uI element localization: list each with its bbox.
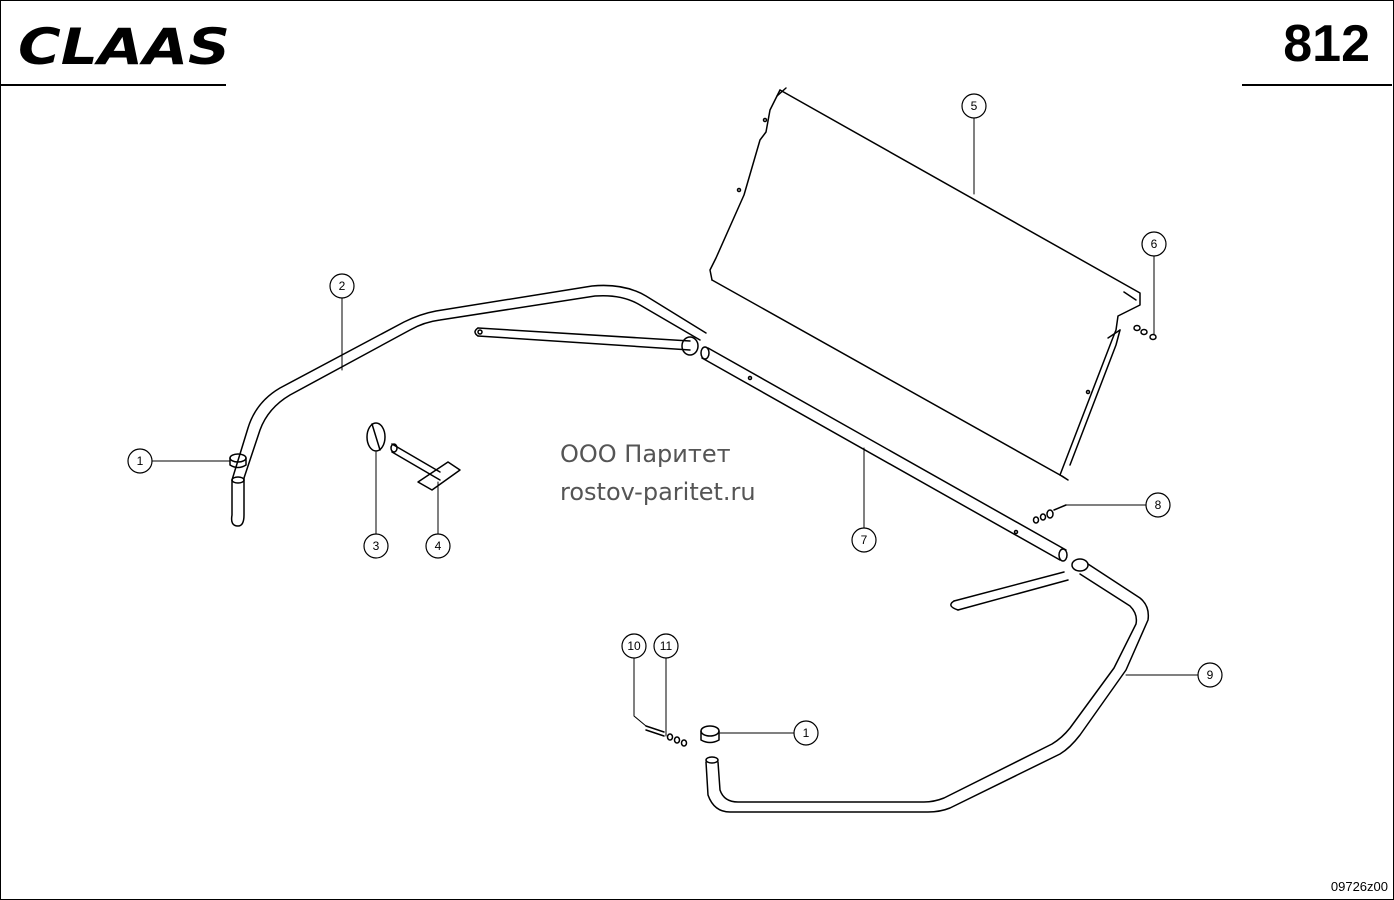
callout-3-label: 3 [373,539,380,553]
callout-11-circle [653,633,679,659]
drawing-code: 09726z00 [1330,879,1388,894]
callout-6-circle [1141,231,1167,257]
watermark-company: ООО Паритет [560,440,731,468]
callout-1a-circle [127,448,153,474]
callouts [127,93,1223,746]
callout-4-label: 4 [435,539,442,553]
callout-10-label: 10 [627,639,641,653]
part-2-brace [474,327,699,356]
callout-7-label: 7 [861,533,868,547]
watermark-website: rostov-paritet.ru [560,478,756,506]
callout-8-label: 8 [1155,498,1162,512]
claas-logo: CLAAS [18,20,230,70]
callout-1a-label: 1 [137,454,144,468]
header-rule-right [1242,84,1392,86]
leader-lines [151,117,1199,737]
part-3-linch-pin [366,422,386,452]
part-5-cover-panel [709,87,1141,481]
callout-1b-label: 1 [803,726,810,740]
callout-4-circle [425,533,451,559]
page-number: 812 [1283,15,1370,73]
callout-5-circle [961,93,987,119]
callout-7-circle [851,527,877,553]
part-1-cap-left [229,453,247,469]
callout-10-circle [621,633,647,659]
part-4-bracket [390,443,461,491]
callout-2-label: 2 [339,279,346,293]
callout-9-label: 9 [1207,668,1214,682]
header-rule-left [0,84,226,86]
callout-3-circle [363,533,389,559]
part-8-screw [1032,504,1067,524]
part-9-right-bow [705,558,1150,813]
part-1-cap-bottom [700,725,720,744]
part-6-fasteners [1133,324,1157,341]
callout-5-label: 5 [971,99,978,113]
callout-8-circle [1145,492,1171,518]
callout-1b-circle [793,720,819,746]
part-7-tube [700,346,1068,562]
callout-9-circle [1197,662,1223,688]
callout-6-label: 6 [1151,237,1158,251]
callout-11-label: 11 [660,639,673,653]
part-2-left-bow [230,284,707,527]
part-10-11-bolt-nuts [645,725,688,747]
callout-2-circle [329,273,355,299]
brand-logo-text: CLAAS [18,20,230,70]
